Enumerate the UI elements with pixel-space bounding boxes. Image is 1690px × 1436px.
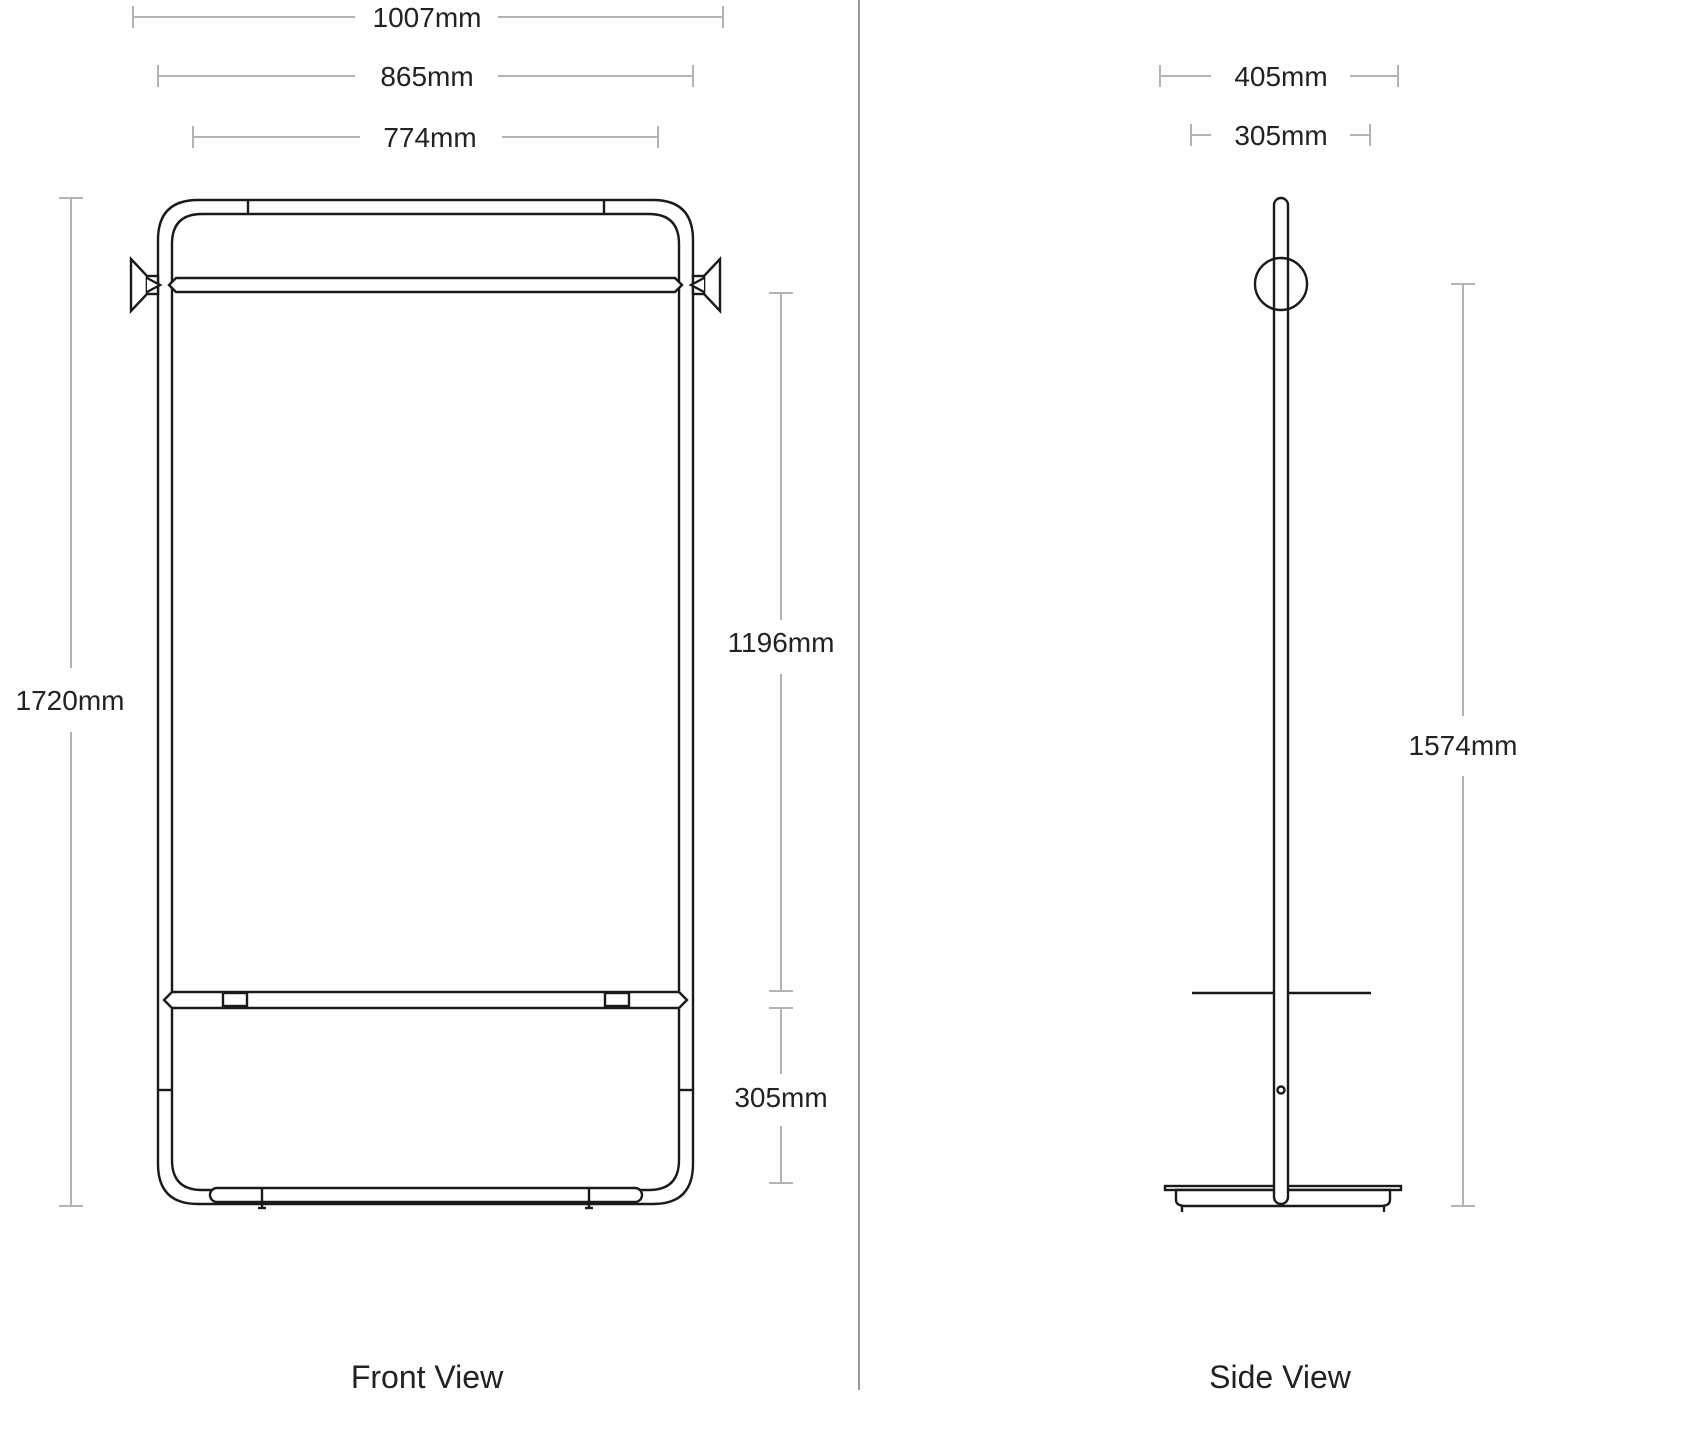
side-screw: [1276, 1085, 1286, 1095]
dim-inner-width: 774mm: [192, 122, 659, 153]
side-dimension-lines: 405mm 305mm 1574mm: [1159, 61, 1518, 1207]
side-knob: [1253, 256, 1309, 312]
front-shelf: [162, 990, 689, 1010]
right-knob: [688, 255, 722, 315]
dim-overall-width: 1007mm: [132, 2, 724, 33]
dim-shelf-depth-label: 305mm: [1234, 120, 1327, 151]
dim-rail-height-label: 1574mm: [1409, 730, 1518, 761]
dim-rail-height: 1574mm: [1409, 283, 1518, 1207]
frame-outer: [156, 198, 695, 1206]
front-view-title: Front View: [351, 1359, 504, 1395]
side-post: [1272, 196, 1290, 1206]
dim-rail-to-shelf-label: 1196mm: [728, 627, 835, 658]
dim-inner-width-label: 774mm: [383, 122, 476, 153]
dim-rail-to-shelf: 1196mm: [728, 292, 835, 992]
side-view-title: Side View: [1209, 1359, 1352, 1395]
dim-frame-width-label: 865mm: [380, 61, 473, 92]
dim-overall-width-label: 1007mm: [373, 2, 482, 33]
front-view-rack: [129, 198, 722, 1210]
front-dimension-lines: 1007mm 865mm 774mm 1720mm: [16, 2, 835, 1207]
side-view-rack: [1163, 196, 1403, 1212]
front-base: [208, 1186, 644, 1210]
dim-shelf-to-base-label: 305mm: [734, 1082, 827, 1113]
frame-inner: [170, 212, 681, 1192]
dim-overall-height: 1720mm: [16, 197, 125, 1207]
dim-base-depth: 405mm: [1159, 61, 1399, 92]
dim-shelf-to-base: 305mm: [734, 1007, 828, 1184]
dim-frame-width: 865mm: [157, 61, 694, 92]
dim-base-depth-label: 405mm: [1234, 61, 1327, 92]
left-knob: [129, 255, 163, 315]
dim-overall-height-label: 1720mm: [16, 685, 125, 716]
dim-shelf-depth: 305mm: [1190, 120, 1371, 151]
hanging-rail: [167, 276, 684, 294]
